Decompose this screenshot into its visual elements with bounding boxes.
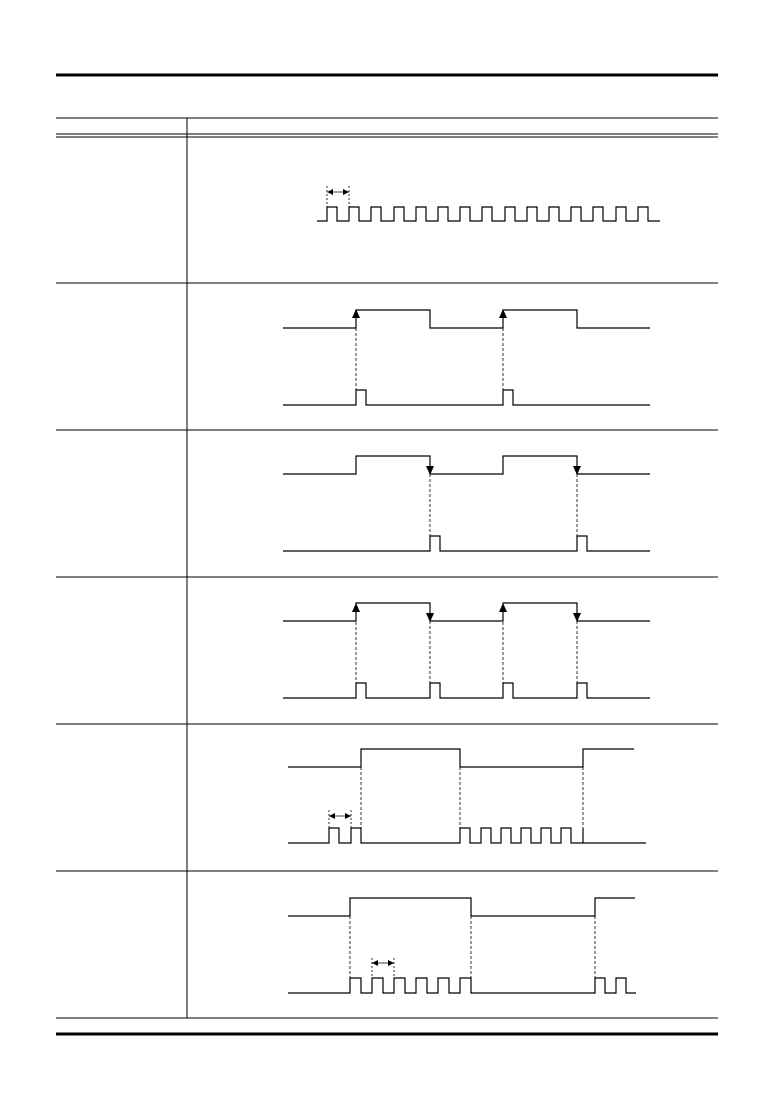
row5-output-pulse-train bbox=[288, 827, 646, 844]
row5-gate-signal bbox=[288, 748, 634, 768]
row6-output-pulse-train bbox=[288, 977, 636, 994]
row3-diagram bbox=[283, 455, 650, 552]
row3-output-pulses bbox=[283, 535, 650, 552]
row3-falling-edge-arrow-2-icon bbox=[573, 466, 581, 475]
row6-gate-signal bbox=[288, 897, 635, 917]
row1-diagram bbox=[317, 186, 660, 222]
row3-input-signal bbox=[283, 455, 650, 475]
row4-output-pulses bbox=[283, 682, 650, 699]
row5-period-arrow-left-icon bbox=[329, 813, 335, 819]
row4-falling-edge-arrow-2-icon bbox=[573, 613, 581, 622]
table-frame bbox=[56, 117, 718, 1019]
row2-input-signal bbox=[283, 309, 650, 329]
row4-rising-edge-arrow-2-icon bbox=[499, 603, 507, 612]
row1-pulse-train bbox=[317, 206, 660, 222]
row5-period-arrow-right-icon bbox=[345, 813, 351, 819]
row2-output-pulses bbox=[283, 389, 650, 406]
row2-diagram bbox=[283, 309, 650, 406]
row3-falling-edge-arrow-1-icon bbox=[426, 466, 434, 475]
row4-falling-edge-arrow-1-icon bbox=[426, 613, 434, 622]
row5-diagram bbox=[288, 748, 646, 844]
row4-diagram bbox=[283, 602, 650, 699]
row1-period-arrow-left-icon bbox=[327, 189, 333, 195]
row6-diagram bbox=[288, 897, 636, 994]
row6-period-arrow-left-icon bbox=[372, 960, 378, 966]
row4-input-signal bbox=[283, 602, 650, 622]
row2-rising-edge-arrow-2-icon bbox=[499, 309, 507, 318]
row1-period-arrow-right-icon bbox=[343, 189, 349, 195]
row6-period-arrow-right-icon bbox=[388, 960, 394, 966]
row2-rising-edge-arrow-1-icon bbox=[352, 309, 360, 318]
row4-rising-edge-arrow-1-icon bbox=[352, 603, 360, 612]
